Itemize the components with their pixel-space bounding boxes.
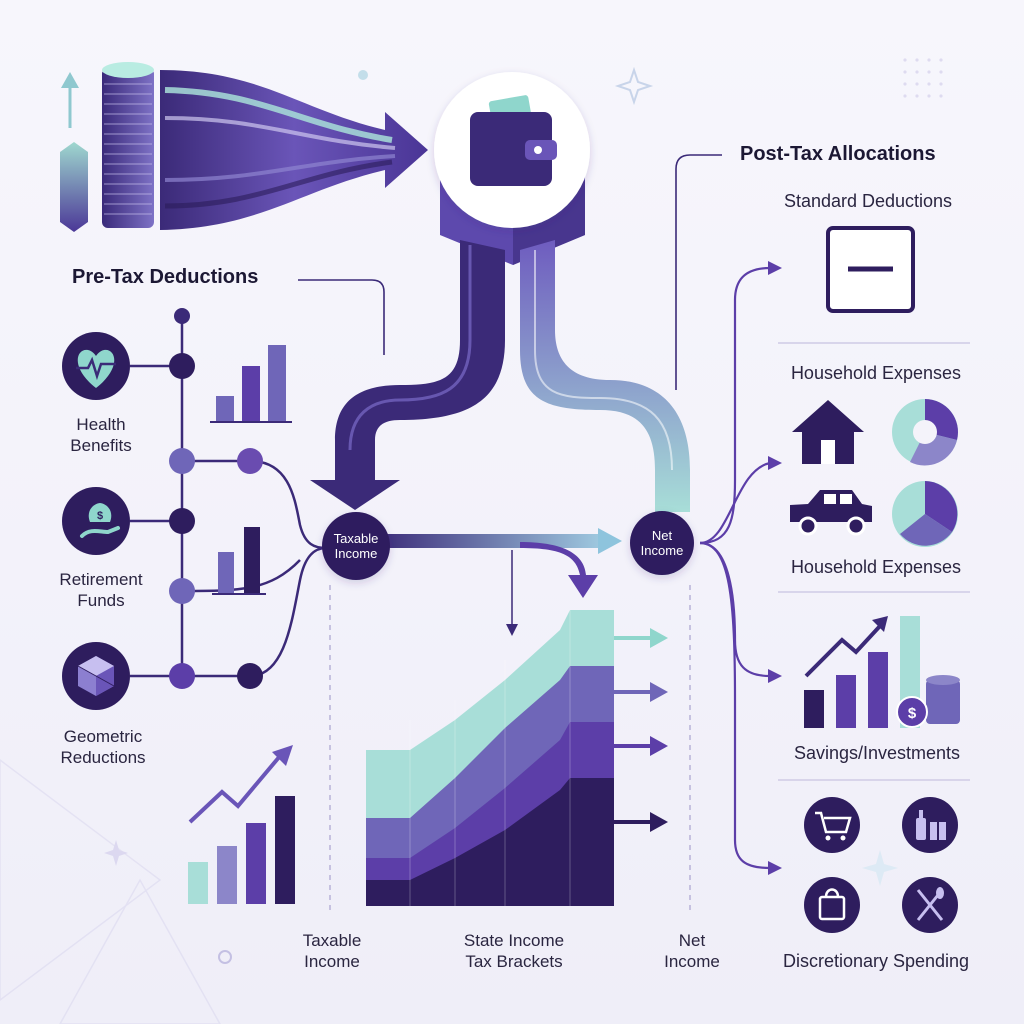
background-decorations [0,58,943,1024]
up-arrow-icon [61,72,79,128]
household-expenses-label-2: Household Expenses [790,557,962,577]
savings-investments-label: Savings/Investments [793,743,961,763]
retirement-funds-label: Retirement Funds [59,569,142,611]
pie-chart-icon [892,481,958,547]
bracket-arrows [614,628,668,832]
geometric-reductions-line1: Geometric [63,727,143,746]
bottom-brackets-line1: State Income [463,931,565,950]
wallet-hub [434,72,590,265]
net-node-line1: Net [651,528,673,543]
donut-chart-icon [892,399,958,466]
house-icon [792,400,864,464]
health-benefits-line2: Benefits [70,436,132,455]
retirement-funds-line1: Retirement [59,570,143,589]
svg-text:$: $ [97,510,103,522]
bottom-net-label: Net Income [664,930,720,972]
taxable-node-line1: Taxable [333,531,379,546]
deduction-network [130,316,327,678]
pretax-connector [298,279,385,355]
standard-deductions-label: Standard Deductions [783,191,953,211]
guide-lines [329,585,691,915]
coin-stack-tall-icon [102,62,154,228]
income-stream-arrow [160,70,428,230]
health-benefits-line1: Health [76,415,126,434]
discretionary-spending-label: Discretionary Spending [782,951,970,971]
retirement-funds-line2: Funds [77,591,125,610]
bottom-net-line2: Income [664,952,720,971]
household-expenses-label-1: Household Expenses [790,363,962,383]
bottom-taxable-line2: Income [304,952,360,971]
net-node-line2: Income [640,543,684,558]
bottom-net-line1: Net [678,931,706,950]
geometric-reductions-line2: Reductions [60,748,146,767]
section-dividers [778,342,970,781]
shopping-cart-icon [804,797,860,853]
health-benefits-icon [62,332,130,400]
network-nodes [169,308,263,689]
prism-icon [60,142,88,232]
income-source-graphic [60,62,428,232]
coin-stack-icon: $ [896,675,960,728]
retirement-funds-icon: $ [62,487,130,555]
posttax-title: Post-Tax Allocations [740,143,936,165]
bottom-taxable-line1: Taxable [302,931,362,950]
net-node-label: Net Income [641,528,684,558]
car-icon [790,490,872,536]
allocation-branches [699,266,771,870]
net-income-node [630,511,694,575]
taxable-to-net-arrow [375,528,622,636]
wallet-icon [470,95,557,186]
taxable-income-node [322,512,390,580]
minus-box-icon [826,226,915,313]
bar-chart-small-2 [212,527,266,595]
shopping-bag-icon [804,877,860,933]
bottom-brackets-line2: Tax Brackets [465,952,563,971]
posttax-connector [675,154,722,390]
taxable-node-label: Taxable Income [334,531,379,561]
bottom-taxable-label: Taxable Income [303,930,362,972]
central-flows [310,240,690,512]
svg-text:$: $ [908,705,917,722]
taxable-node-line2: Income [334,546,378,561]
bottle-gift-icon [902,797,958,853]
utensils-icon [902,877,958,933]
growth-bar-chart-left [188,745,295,904]
allocation-arrowheads [768,261,782,875]
health-benefits-label: Health Benefits [70,414,131,456]
geometric-reductions-label: Geometric Reductions [60,726,145,768]
tax-brackets-chart [366,610,668,906]
pretax-title: Pre-Tax Deductions [72,266,259,288]
geometric-reductions-icon [62,642,130,710]
bottom-brackets-label: State Income Tax Brackets [464,930,564,972]
bar-chart-small-1 [210,345,292,423]
